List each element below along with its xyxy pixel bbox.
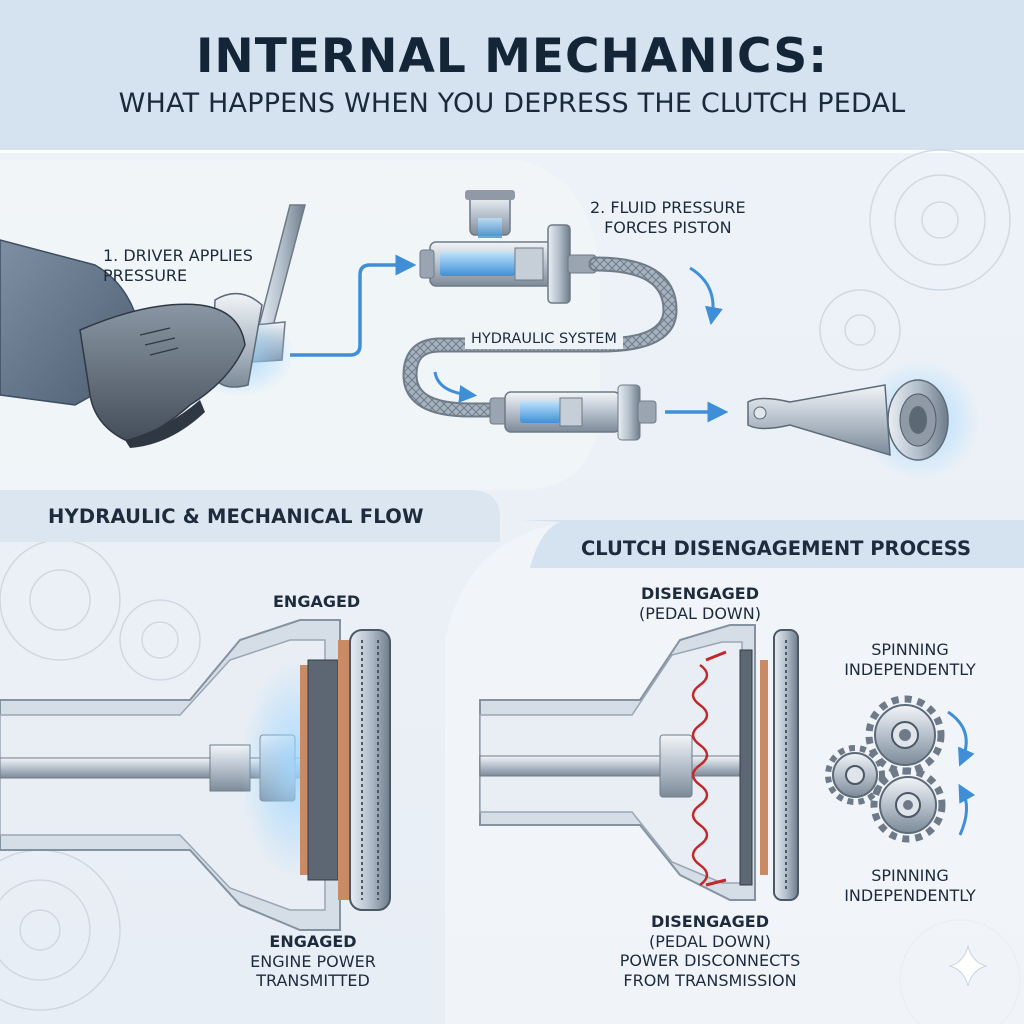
release-fork: [748, 360, 980, 480]
flow-arrow-2: [690, 268, 713, 318]
disengaged-caption: DISENGAGED (PEDAL DOWN) POWER DISCONNECT…: [600, 912, 820, 990]
page-subtitle: WHAT HAPPENS WHEN YOU DEPRESS THE CLUTCH…: [0, 88, 1024, 121]
section-title-flow: HYDRAULIC & MECHANICAL FLOW: [48, 505, 424, 529]
engaged-top-label: ENGAGED: [273, 592, 360, 612]
slave-cylinder: [490, 385, 656, 440]
section-title-disengagement: CLUTCH DISENGAGEMENT PROCESS: [546, 537, 1006, 561]
engaged-caption: ENGAGED ENGINE POWER TRANSMITTED: [223, 932, 403, 991]
page-title: INTERNAL MECHANICS:: [0, 28, 1024, 85]
hydraulic-system-label: HYDRAULIC SYSTEM: [465, 331, 623, 349]
disengaged-top-label: DISENGAGED(PEDAL DOWN): [620, 584, 780, 623]
